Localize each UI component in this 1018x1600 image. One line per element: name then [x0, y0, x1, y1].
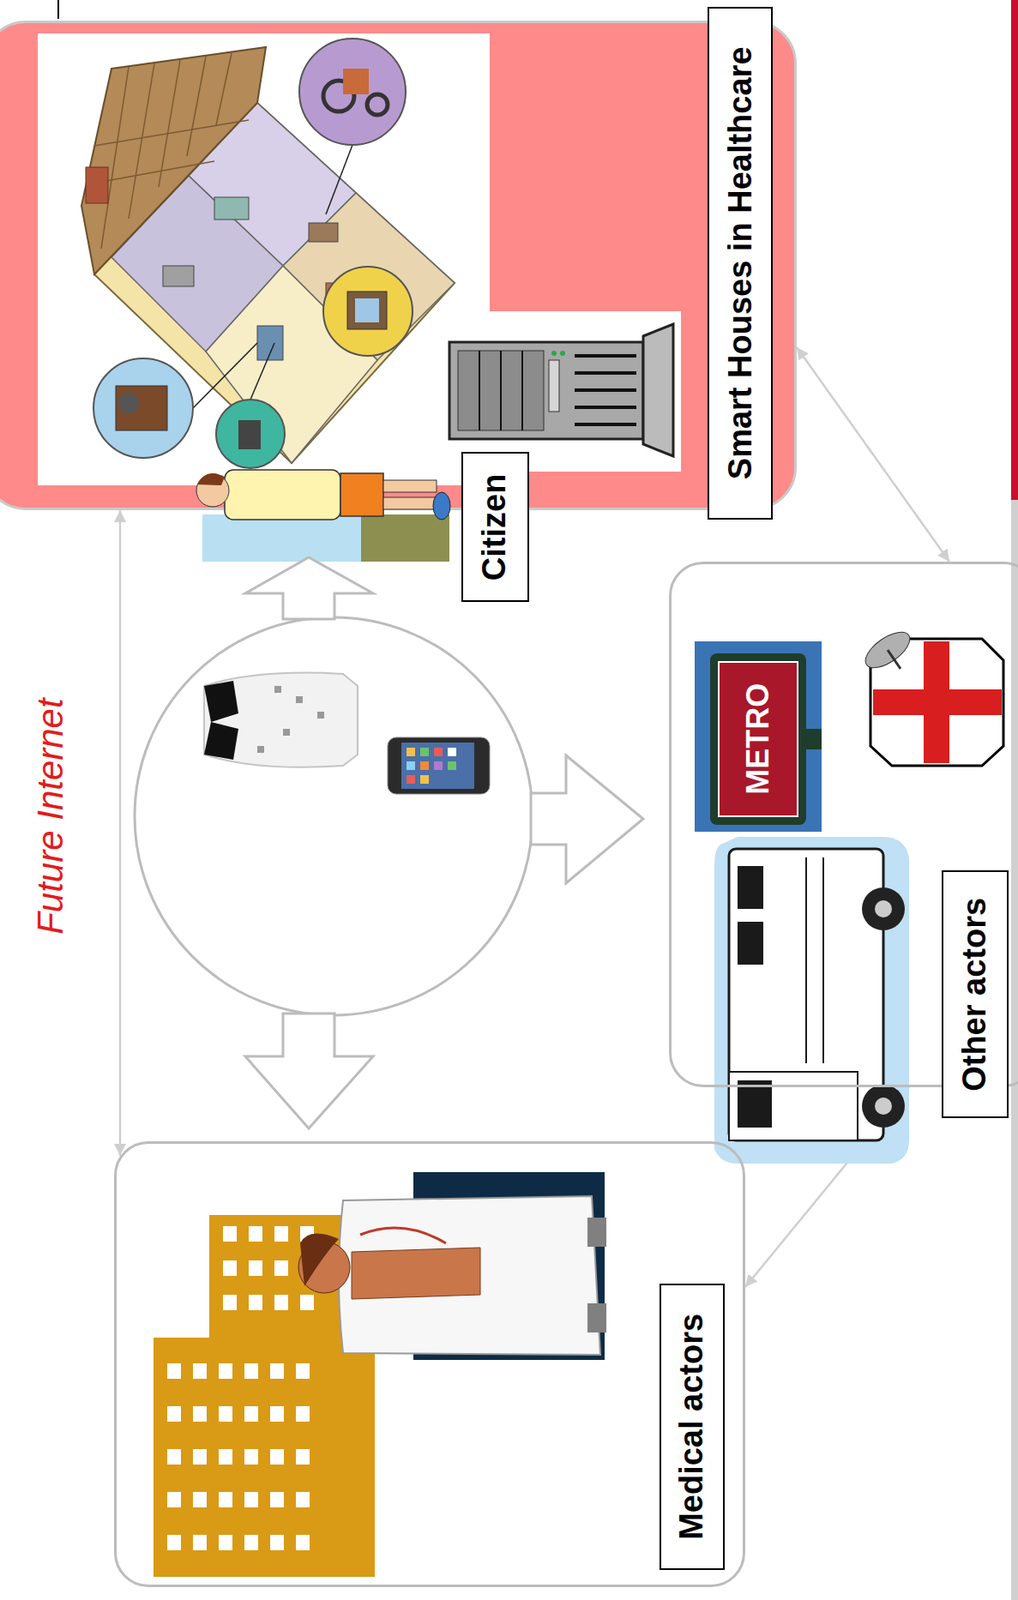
label-frame: Other actors	[941, 870, 1009, 1119]
server-icon	[449, 324, 674, 457]
connector-arrow	[119, 510, 122, 1157]
label-frame: Smart Houses in Healthcare	[707, 6, 773, 520]
metro-sign-text: METRO	[740, 680, 776, 799]
hospital-illustration	[153, 1172, 607, 1578]
citizen-label-box: Citizen	[461, 451, 530, 603]
medical-actors-region: Medical actors	[114, 1141, 746, 1588]
citizen-figure	[196, 469, 451, 562]
connector-arrow	[796, 347, 950, 562]
label-frame: Medical actors	[659, 1283, 725, 1571]
wearable-circle	[134, 557, 644, 1129]
smart-house-region: Smart Houses in Healthcare	[0, 20, 797, 511]
other-actors-region: Other actors	[668, 561, 1018, 1088]
node-title: Medical actors	[673, 1313, 711, 1541]
region-fill	[0, 20, 797, 511]
future-internet-label: Future Internet	[30, 698, 71, 934]
node-title: Smart Houses in Healthcare	[721, 47, 759, 481]
node-title: Citizen	[476, 473, 515, 581]
node-title: Other actors	[956, 897, 994, 1092]
